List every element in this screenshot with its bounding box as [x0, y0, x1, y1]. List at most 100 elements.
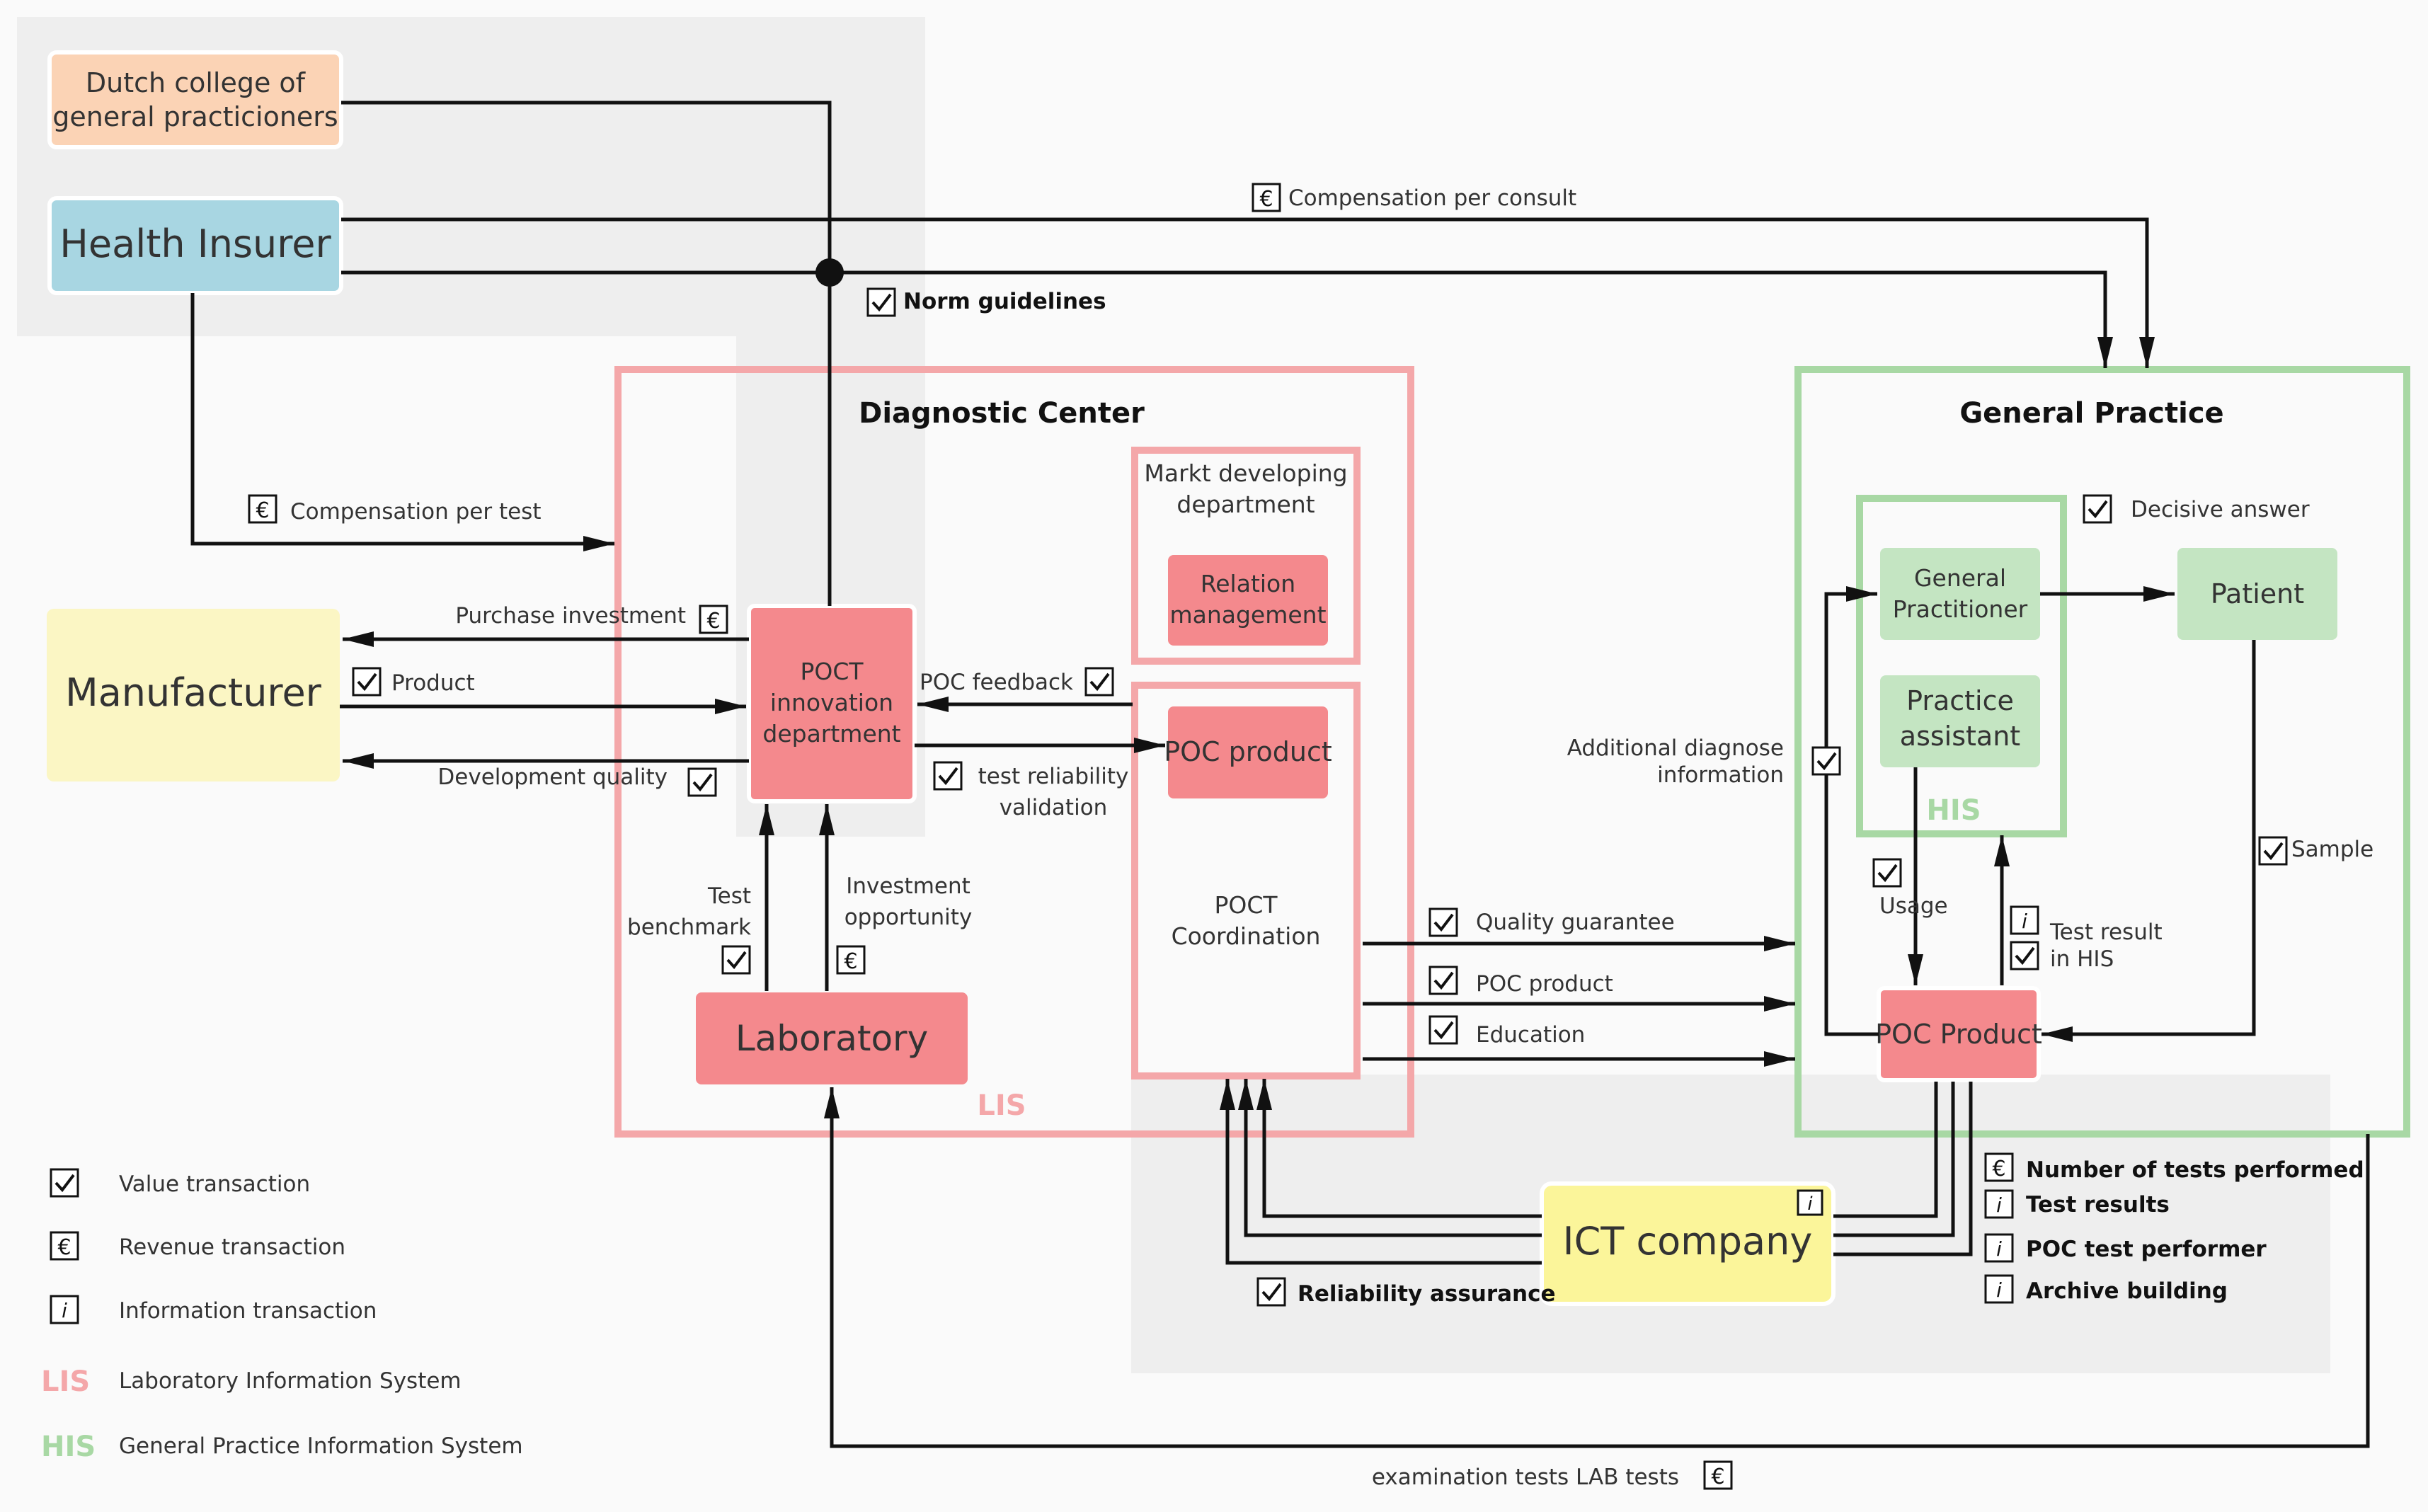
flow-labels: Compensation per consult Norm guidelines… — [290, 185, 2373, 1490]
line-examination-tests — [824, 1087, 2370, 1448]
patient-label: Patient — [2211, 578, 2304, 609]
line-insurer-consult — [341, 217, 2155, 368]
dutch-college-box — [47, 50, 343, 149]
poc-product-gp-label: POC Product — [1875, 1019, 2042, 1050]
transaction-icons: € € € € i i € i i i € — [248, 183, 2288, 1490]
info-symbol: i — [1996, 1278, 2002, 1302]
line-insurer-test-comp — [190, 293, 614, 551]
legend-his-abbr: HIS — [41, 1431, 96, 1463]
info-box-icon: i — [2010, 905, 2039, 935]
poct-innovation-box — [747, 604, 917, 803]
line-ict-to-poc-1 — [1833, 1082, 1938, 1218]
euro-box-icon: € — [1703, 1460, 1733, 1490]
euro-box-icon: € — [50, 1231, 79, 1261]
info-symbol: i — [62, 1299, 67, 1322]
info-box-icon: i — [1797, 1189, 1823, 1216]
relation-management-box — [1168, 555, 1328, 646]
flow-quality-guarantee: Quality guarantee — [1476, 910, 1675, 935]
check-box-icon — [1428, 907, 1458, 937]
euro-box-icon: € — [1984, 1152, 2014, 1182]
legend-lis-full: Laboratory Information System — [119, 1368, 462, 1394]
euro-symbol: € — [1711, 1465, 1724, 1489]
euro-box-icon: € — [836, 945, 866, 975]
info-symbol: i — [1807, 1193, 1813, 1215]
euro-symbol: € — [1259, 187, 1273, 212]
patient-box — [2177, 548, 2337, 640]
flow-usage: Usage — [1879, 893, 1948, 919]
info-box-icon: i — [1984, 1189, 2014, 1219]
general-practice-frame — [1794, 366, 2410, 1138]
flow-reliability-assurance: Reliability assurance — [1298, 1281, 1556, 1307]
euro-box-icon: € — [1252, 183, 1281, 212]
flow-sample: Sample — [2291, 837, 2373, 862]
legend: Value transaction € Revenue transaction … — [41, 1168, 523, 1463]
check-box-icon — [1428, 1015, 1458, 1045]
check-box-icon — [2010, 941, 2039, 970]
legend-his-full: General Practice Information System — [119, 1433, 523, 1459]
general-practice-title: General Practice — [1959, 397, 2223, 430]
junction-dot — [815, 258, 844, 287]
check-box-icon — [352, 667, 382, 697]
lis-label: LIS — [977, 1089, 1026, 1122]
euro-symbol: € — [706, 609, 720, 634]
flow-test-results: Test results — [2026, 1192, 2170, 1218]
line-dutch-college-to-poct — [341, 101, 832, 606]
practice-assistant-box — [1880, 675, 2040, 767]
diagnostic-center-title: Diagnostic Center — [859, 397, 1145, 430]
line-additional-diagnose — [1824, 586, 1879, 1036]
flow-compensation-per-test: Compensation per test — [290, 499, 541, 525]
flow-decisive-answer: Decisive answer — [2131, 497, 2310, 522]
check-box-icon — [866, 287, 896, 317]
line-insurer-norm — [341, 270, 2113, 368]
flow-education: Education — [1476, 1022, 1585, 1048]
flow-poc-product: POC product — [1476, 971, 1613, 997]
laboratory-label: Laboratory — [735, 1018, 928, 1059]
check-box-icon — [687, 767, 717, 797]
euro-symbol: € — [1992, 1157, 2005, 1181]
legend-revenue-transaction: Revenue transaction — [119, 1235, 345, 1260]
info-box-icon: i — [1984, 1233, 2014, 1263]
health-insurer-box — [47, 196, 343, 295]
ict-company-label: ICT company — [1563, 1219, 1813, 1264]
flow-poc-test-performer: POC test performer — [2026, 1237, 2267, 1262]
flow-number-of-tests: Number of tests performed — [2026, 1157, 2364, 1183]
legend-information-transaction: Information transaction — [119, 1298, 377, 1324]
check-box-icon — [1872, 858, 1902, 888]
manufacturer-box — [47, 609, 340, 781]
ict-company-box — [1540, 1181, 1836, 1306]
euro-symbol: € — [57, 1235, 71, 1260]
line-ict-reliability-2 — [1238, 1079, 1542, 1237]
info-symbol: i — [1996, 1193, 2002, 1217]
check-box-icon — [2083, 494, 2112, 524]
general-practitioner-box — [1880, 548, 2040, 640]
euro-box-icon: € — [248, 494, 277, 524]
flow-examination-tests: examination tests LAB tests — [1372, 1465, 1679, 1490]
euro-symbol: € — [844, 949, 857, 974]
check-box-icon — [1084, 667, 1114, 697]
manufacturer-label: Manufacturer — [65, 670, 322, 715]
check-box-icon — [2258, 836, 2288, 866]
line-ict-reliability-1 — [1256, 1079, 1542, 1218]
info-symbol: i — [1996, 1237, 2002, 1261]
line-ict-to-poc-2 — [1833, 1082, 1955, 1237]
legend-lis-abbr: LIS — [41, 1365, 90, 1398]
flow-compensation-per-consult: Compensation per consult — [1288, 185, 1576, 211]
poc-product-dc-box — [1168, 706, 1328, 798]
flow-product: Product — [391, 670, 475, 696]
check-box-icon — [933, 761, 963, 791]
poc-product-dc-label: POC product — [1164, 736, 1332, 767]
info-box-icon: i — [50, 1295, 79, 1324]
line-patient-sample — [2042, 640, 2256, 1042]
info-box-icon: i — [1984, 1274, 2014, 1304]
